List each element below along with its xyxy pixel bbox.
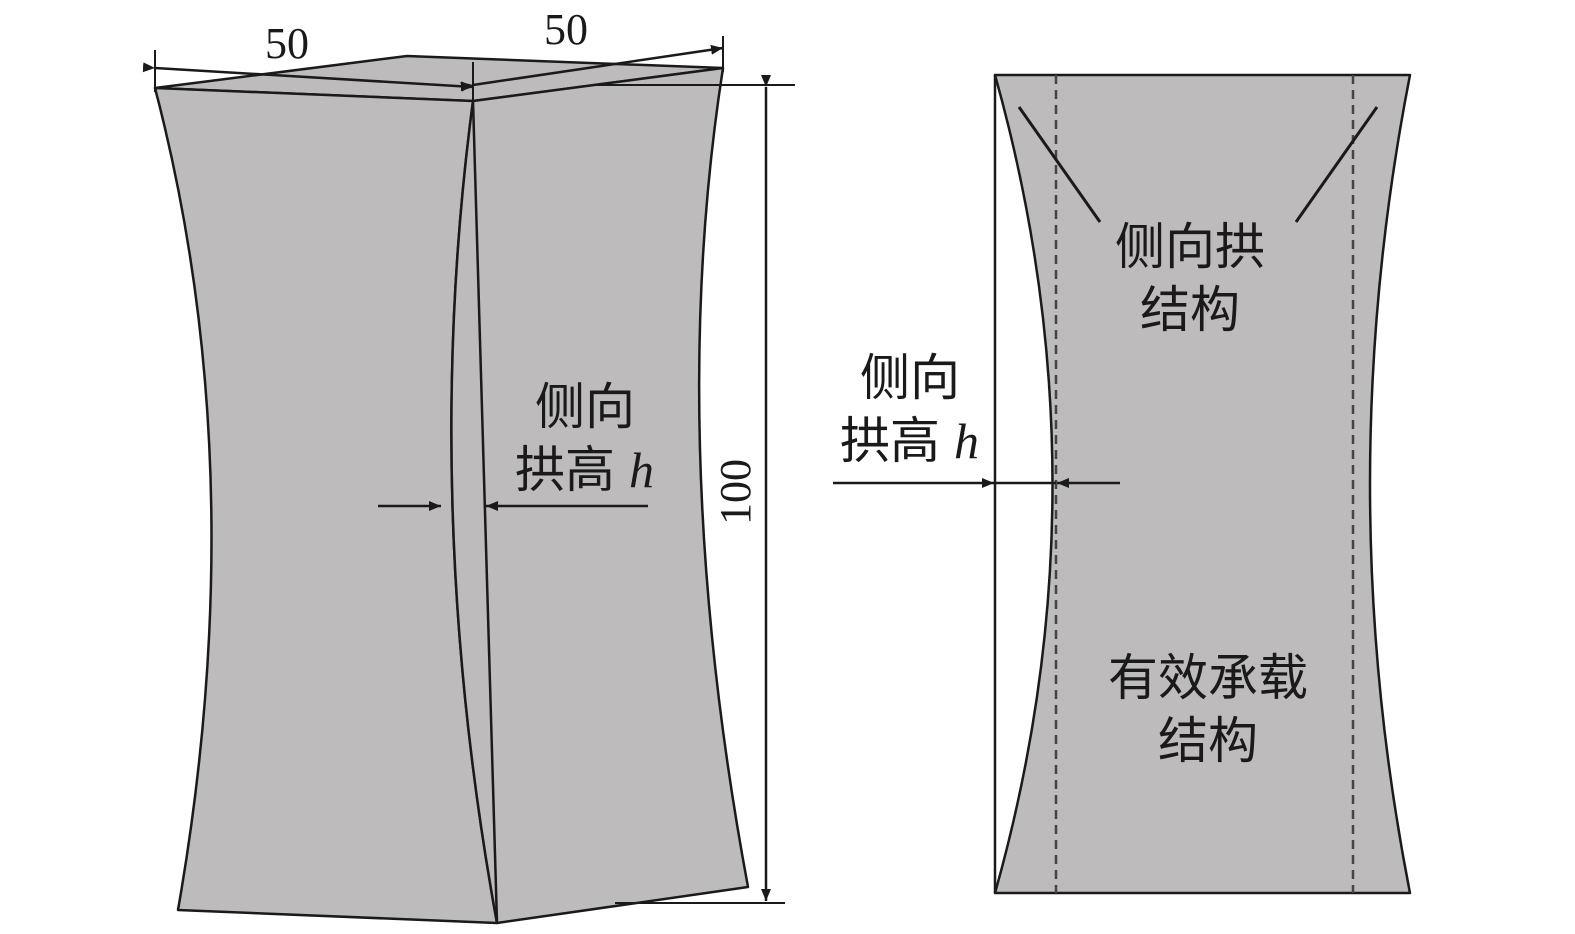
dim-height-label: 100 [711, 459, 760, 525]
dim-side-width [460, 36, 724, 92]
section-outline [993, 73, 1412, 895]
dim-front-width-label: 50 [265, 19, 309, 68]
reference-edge [471, 100, 499, 924]
core-structure-line2: 结构 [1158, 712, 1258, 770]
right-section [993, 73, 1412, 895]
core-structure-line1: 有效承载 [1108, 649, 1308, 707]
side-face [450, 66, 750, 925]
front-face [153, 86, 499, 925]
dim-height [595, 75, 795, 904]
left-label-line1: 侧向 [535, 378, 635, 436]
dim-side-width-label: 50 [544, 5, 588, 54]
left-specimen [153, 54, 750, 925]
right-rise-line1: 侧向 [860, 349, 960, 407]
leader-line-left [1017, 106, 1102, 223]
arch-structure-line1: 侧向拱 [1115, 218, 1265, 276]
arch-structure-line2: 结构 [1140, 281, 1240, 339]
leader-line-right [1294, 106, 1379, 223]
